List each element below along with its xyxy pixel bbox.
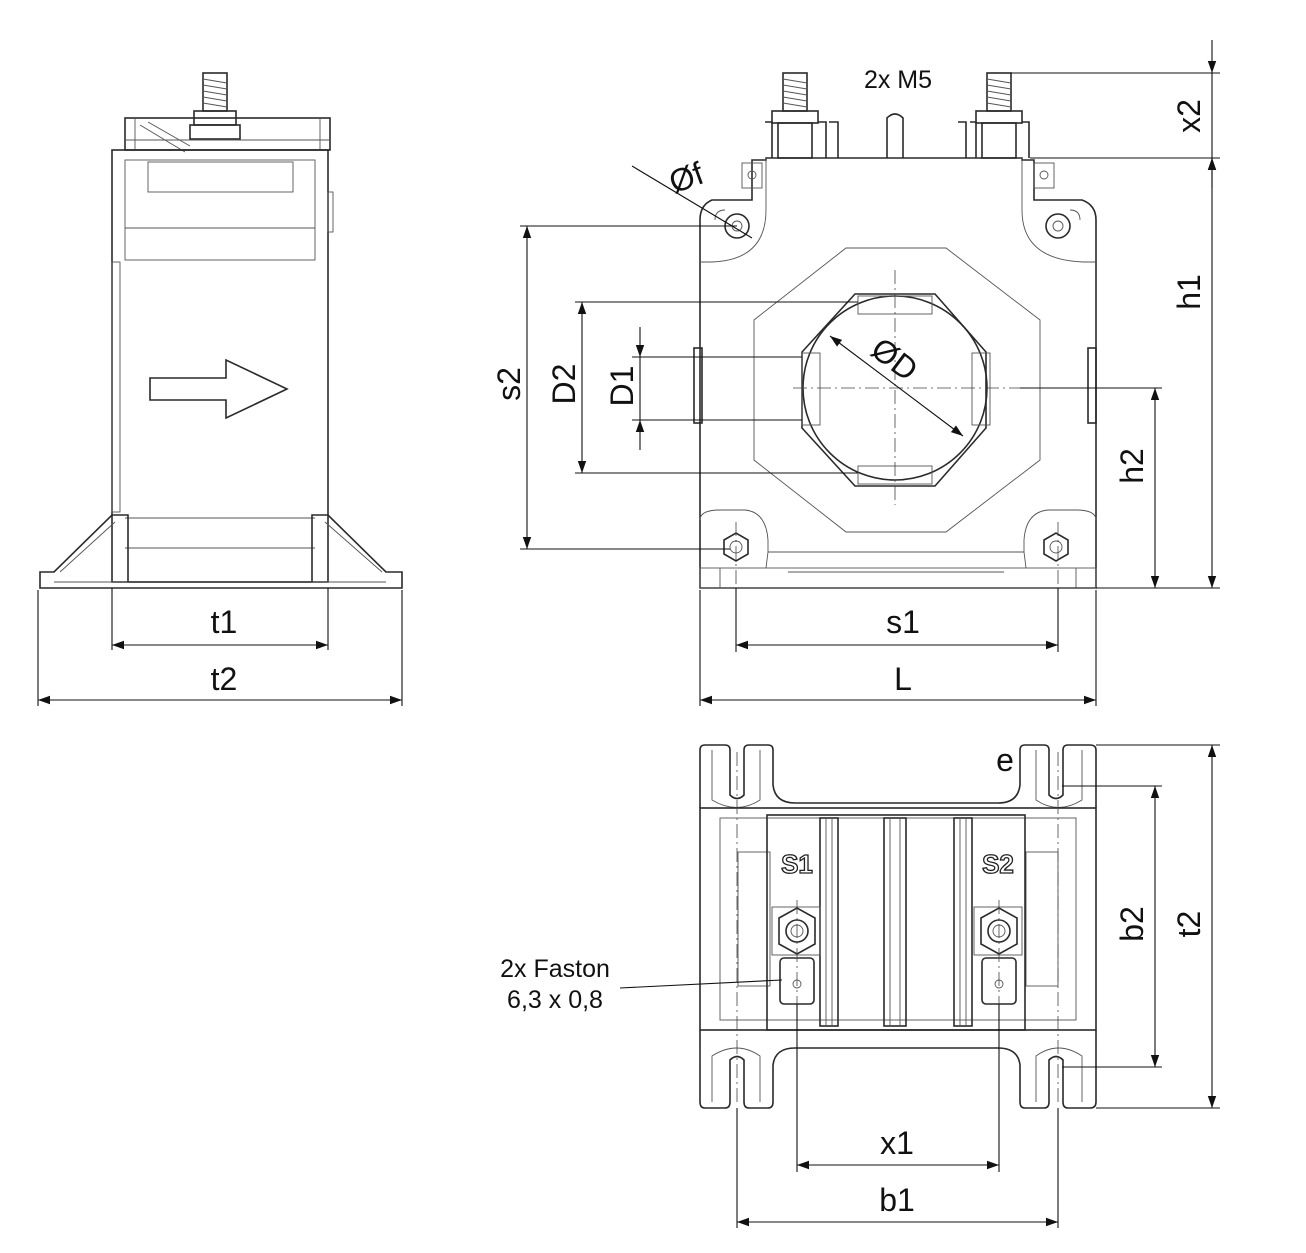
faston-leader bbox=[619, 979, 783, 989]
label-x1: x1 bbox=[880, 1125, 914, 1161]
side-view-base bbox=[39, 514, 403, 589]
label-b2: b2 bbox=[1114, 906, 1150, 942]
label-t2-bottom: t2 bbox=[1171, 911, 1207, 938]
front-view-stud-left bbox=[765, 72, 839, 159]
top-view: S1 S2 2x Faston 6,3 x 0,8 e b2 bbox=[500, 742, 1220, 1228]
label-b1: b1 bbox=[879, 1182, 915, 1218]
top-view-terminal-board bbox=[766, 814, 1026, 1031]
current-direction-arrow-icon bbox=[149, 358, 289, 420]
front-view: Øf ØD s2 D2 D1 x2 h1 h2 s1 L bbox=[491, 40, 1220, 706]
label-x2: x2 bbox=[1171, 99, 1207, 133]
label-D2: D2 bbox=[546, 364, 582, 405]
note-faston-line2: 6,3 x 0,8 bbox=[507, 986, 603, 1014]
label-t2-side: t2 bbox=[211, 661, 238, 697]
terminal-s2 bbox=[973, 906, 1023, 1005]
front-view-stud-right bbox=[958, 72, 1030, 159]
label-h1: h1 bbox=[1171, 274, 1207, 310]
label-f: Øf bbox=[664, 155, 708, 200]
front-view-center-tab bbox=[886, 113, 904, 158]
nut-bottom-right bbox=[1043, 532, 1069, 562]
dim-OD bbox=[829, 335, 964, 437]
label-OD: ØD bbox=[865, 330, 925, 388]
note-studs: 2x M5 bbox=[864, 66, 932, 94]
label-t1: t1 bbox=[211, 604, 238, 640]
label-D1: D1 bbox=[604, 366, 640, 407]
label-L: L bbox=[894, 661, 912, 697]
top-view-body bbox=[699, 807, 1097, 1031]
label-e: e bbox=[996, 742, 1014, 778]
label-s1: s1 bbox=[886, 604, 920, 640]
side-view-stud bbox=[189, 72, 241, 140]
terminal-label-s2: S2 bbox=[982, 849, 1014, 879]
front-view-core bbox=[753, 247, 1041, 533]
top-view-flange-bottom bbox=[699, 1030, 1097, 1109]
mounting-hole-top-right bbox=[1045, 213, 1071, 239]
note-faston-line1: 2x Faston bbox=[500, 955, 610, 983]
side-view-housing bbox=[111, 149, 329, 583]
label-h2: h2 bbox=[1114, 448, 1150, 484]
terminal-s1 bbox=[771, 906, 821, 1005]
top-view-flange-top bbox=[699, 744, 1097, 808]
terminal-label-s1: S1 bbox=[781, 849, 813, 879]
label-s2: s2 bbox=[491, 367, 527, 401]
side-view: t1 t2 bbox=[37, 72, 403, 706]
